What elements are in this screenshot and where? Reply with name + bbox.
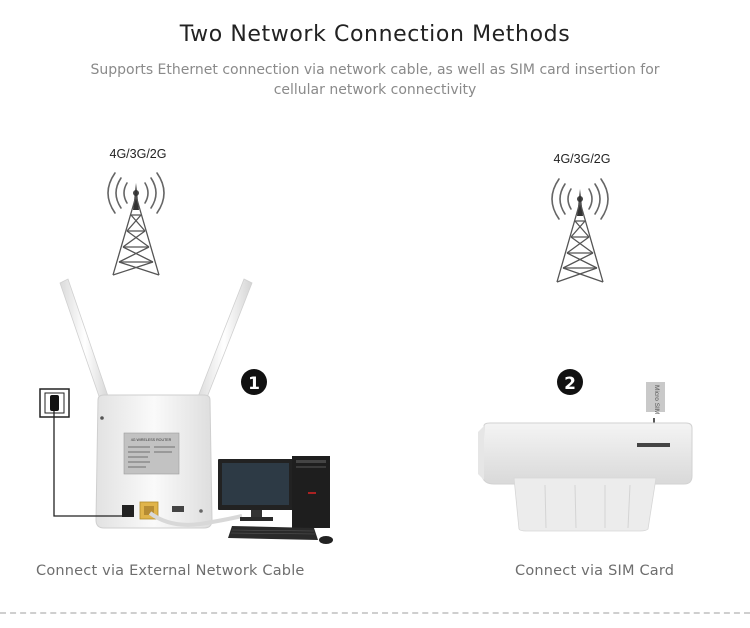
tower-label-1: 4G/3G/2G	[110, 147, 167, 161]
page-title: Two Network Connection Methods	[179, 22, 571, 47]
caption-method-1: Connect via External Network Cable	[36, 563, 305, 579]
divider	[0, 612, 750, 614]
desktop-computer-icon	[218, 456, 333, 544]
router-side-view	[478, 422, 693, 532]
step-number-2: 2	[564, 374, 576, 394]
step-badge-1: 1	[241, 369, 267, 395]
router-device: 4G WIRELESS ROUTER	[59, 278, 253, 529]
tower-label-2: 4G/3G/2G	[554, 152, 611, 166]
sim-label: Micro SIM	[653, 385, 660, 414]
power-cable	[53, 411, 124, 517]
page-subtitle: Supports Ethernet connection via network…	[90, 62, 660, 98]
step-badge-2: 2	[557, 369, 583, 395]
network-cable	[148, 511, 243, 527]
cell-tower-icon-2: 4G/3G/2G	[551, 152, 611, 283]
cell-tower-icon-1: 4G/3G/2G	[107, 147, 167, 276]
caption-method-2: Connect via SIM Card	[515, 563, 675, 579]
step-number-1: 1	[248, 374, 260, 394]
router-label: 4G WIRELESS ROUTER	[131, 438, 172, 442]
